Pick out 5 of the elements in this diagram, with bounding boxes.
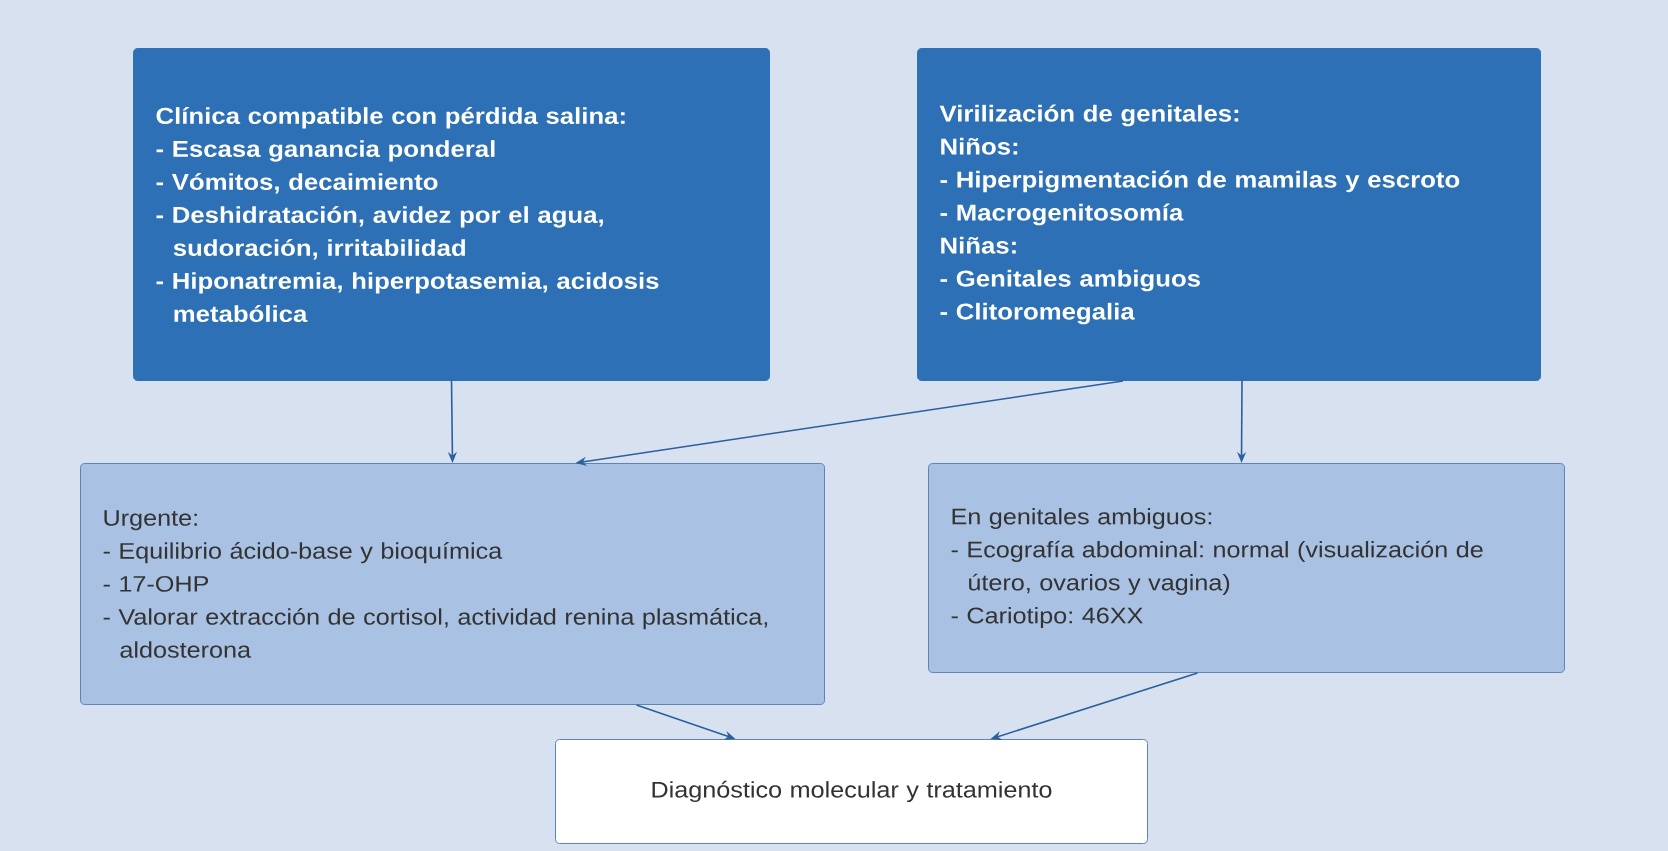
flow-box: Virilización de genitales: Niños: - Hiperpigmentación de mamilas y escroto - Macrogenitosomía Niñas: - Genitales ambiguos - Clitoromegalia xyxy=(917,48,1541,381)
result-box: Diagnóstico molecular y tratamiento xyxy=(555,739,1148,844)
flow-box: En genitales ambiguos: - Ecografía abdominal: normal (visualización de útero, ovarios y vagina) - Cariotipo: 46XX xyxy=(928,463,1565,673)
flow-box: Clínica compatible con pérdida salina: - Escasa ganancia ponderal - Vómitos, decaimiento - Deshidratación, avidez por el agua, sudoración, irritabilidad - Hiponatremia, hiperpotasemia, acidosis metabólica xyxy=(133,48,770,381)
flow-box: Urgente: - Equilibrio ácido-base y bioquímica - 17-OHP - Valorar extracción de cortisol, actividad renina plasmática, aldosterona xyxy=(80,463,825,705)
